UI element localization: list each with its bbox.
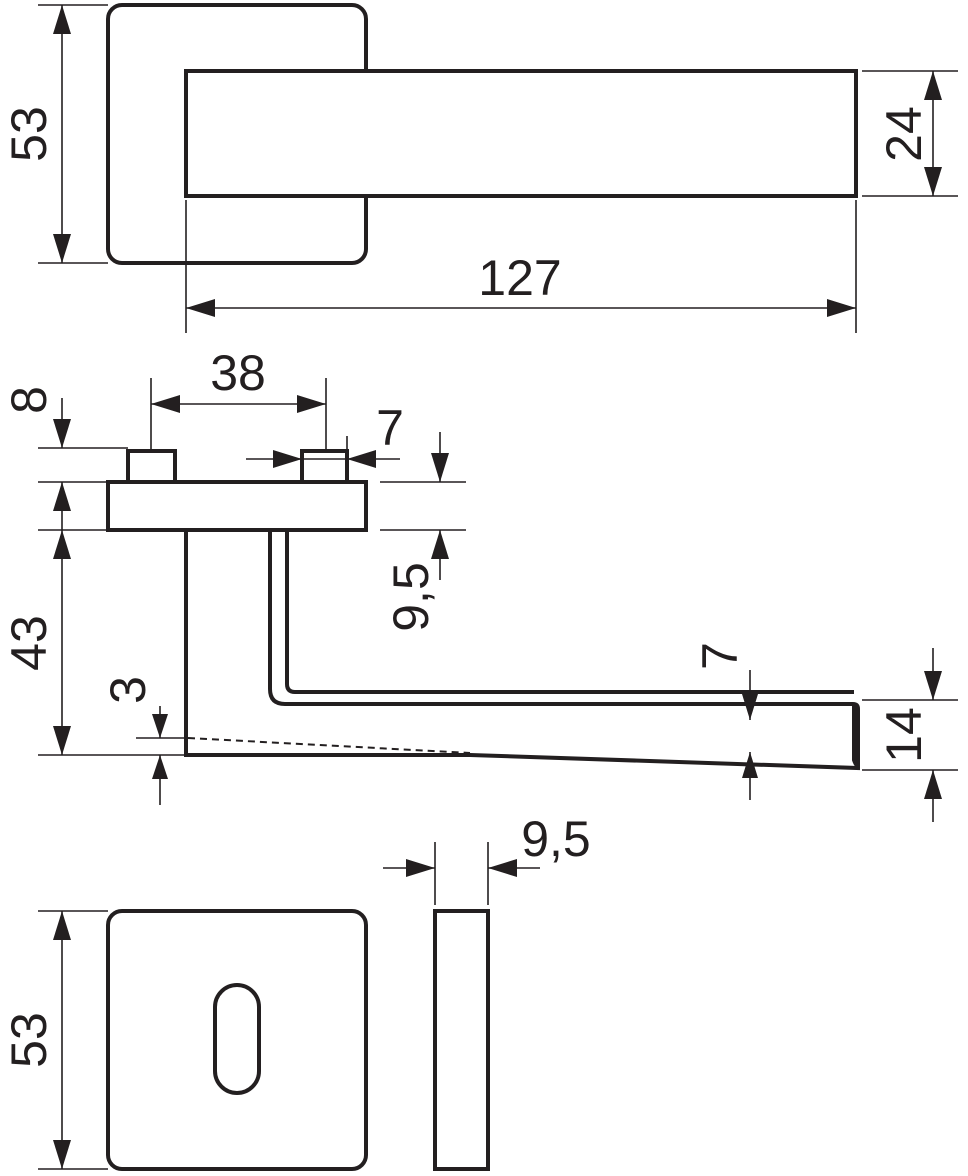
- dim-9-5-front-label: 9,5: [521, 811, 591, 867]
- front-view: 53 9,5: [1, 811, 591, 1171]
- side-pin-left: [126, 449, 177, 484]
- dim-24-label: 24: [876, 106, 932, 162]
- dim-9-5-front-arrow-right: [406, 859, 435, 877]
- dim-38-arrow-right: [297, 395, 326, 413]
- side-view: 38 7 8 43 3 9,5: [1, 345, 958, 822]
- dim-38-arrow-left: [151, 395, 180, 413]
- dim-9-5-side-arrow-down: [431, 453, 449, 482]
- side-lever-taper-dashed: [187, 737, 471, 754]
- dim-43-arrow-up: [53, 530, 71, 559]
- dim-7-tip-arrow-up: [742, 752, 758, 778]
- dim-3-arrow-up: [152, 755, 168, 779]
- dim-38-label: 38: [210, 345, 266, 401]
- keyhole-slot: [213, 983, 261, 1095]
- dim-7-tip-label: 7: [692, 642, 748, 670]
- dim-53-front-arrow-up: [53, 911, 71, 940]
- dim-14-label: 14: [876, 707, 932, 763]
- dim-53-front-arrow-down: [53, 1140, 71, 1169]
- dim-9-5-front-arrow-left: [488, 859, 517, 877]
- side-lever-end-cap: [852, 706, 859, 768]
- dim-53-top-arrow-up: [53, 5, 71, 34]
- dim-9-5-side-arrow-up: [431, 530, 449, 559]
- front-rose-outline: [106, 909, 368, 1171]
- dim-127-label: 127: [478, 250, 561, 306]
- dim-24-arrow-up: [924, 71, 942, 100]
- dim-43-arrow-down: [53, 726, 71, 755]
- dim-53-front-label: 53: [1, 1012, 57, 1068]
- dim-8-arrow-down: [53, 419, 71, 448]
- side-rose-plate: [106, 480, 368, 532]
- dim-7-tip-arrow-down: [742, 694, 758, 720]
- dim-7-pin-arrow-right: [347, 450, 376, 468]
- side-pin-right: [300, 449, 349, 484]
- dim-127-arrow-right: [827, 299, 856, 317]
- dim-14-arrow-down: [924, 671, 942, 700]
- dim-53-top-arrow-down: [53, 234, 71, 263]
- dim-24-arrow-down: [924, 167, 942, 196]
- dim-14-arrow-up: [924, 770, 942, 799]
- dim-7-pin-label: 7: [376, 400, 404, 456]
- dim-8-arrow-up: [53, 482, 71, 511]
- dim-127-arrow-left: [186, 299, 215, 317]
- dim-3-label: 3: [100, 676, 156, 704]
- dim-43-label: 43: [1, 615, 57, 671]
- dim-9-5-side-label: 9,5: [383, 562, 439, 632]
- dim-8-label: 8: [1, 386, 57, 414]
- top-lever-outline: [184, 69, 858, 198]
- side-lever-outline: [184, 530, 860, 771]
- front-rose-side-profile: [433, 909, 490, 1171]
- dim-7-pin-arrow-left: [273, 450, 302, 468]
- top-view: 53 24 127: [1, 3, 958, 333]
- dim-3-arrow-down: [152, 714, 168, 738]
- side-lever-inner-line: [285, 530, 854, 694]
- dim-53-top-label: 53: [1, 106, 57, 162]
